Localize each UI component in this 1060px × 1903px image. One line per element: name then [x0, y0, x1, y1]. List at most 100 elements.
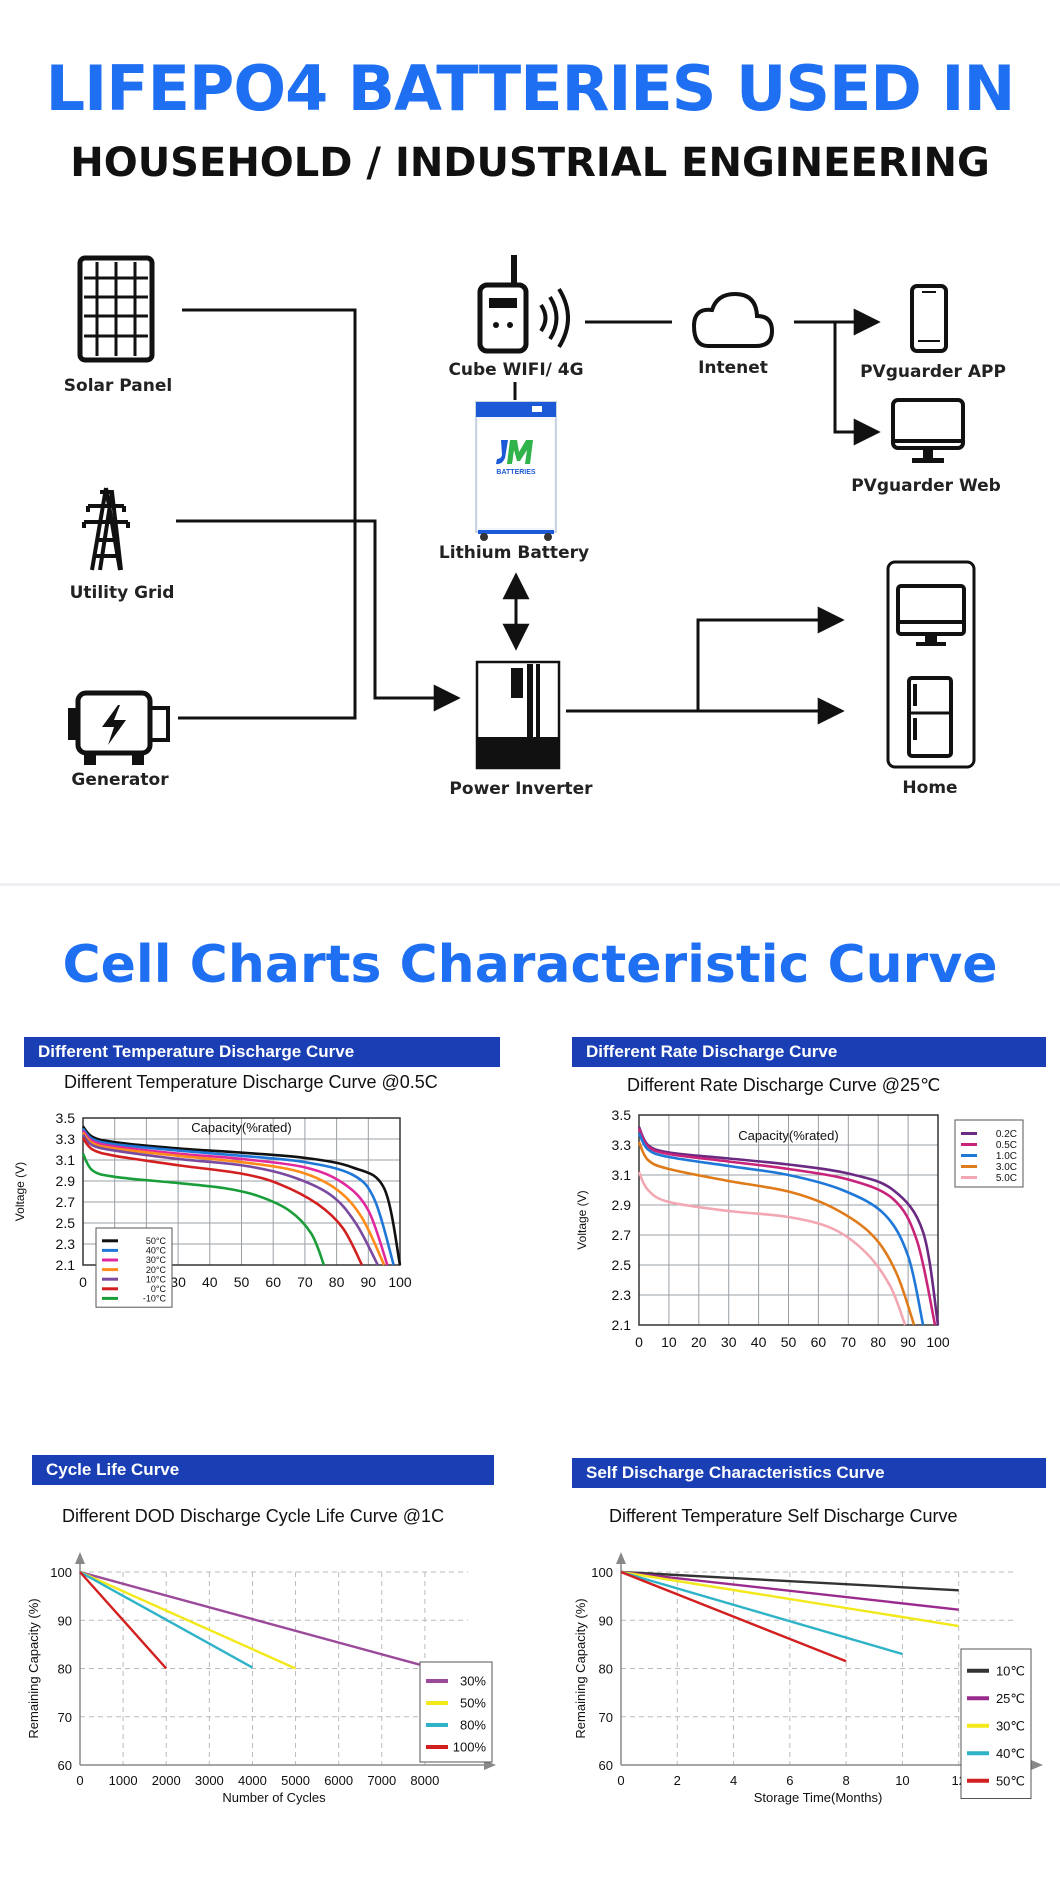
x-tick-label: 50: [781, 1334, 797, 1350]
x-tick-label: 2: [674, 1773, 681, 1788]
x-axis-arrow: [1031, 1760, 1043, 1770]
y-tick-label: 3.5: [612, 1107, 632, 1123]
power-inverter-icon: [475, 660, 561, 770]
x-tick-label: 6: [786, 1773, 793, 1788]
cube-wifi-label: Cube WIFI/ 4G: [448, 360, 584, 380]
x-tick-label: 60: [265, 1274, 281, 1290]
legend-label: 100%: [453, 1740, 487, 1755]
legend-label: 30°C: [146, 1255, 167, 1265]
series-line: [81, 1133, 379, 1266]
x-tick-label: 100: [388, 1274, 412, 1290]
legend-label: -10°C: [143, 1294, 167, 1304]
x-tick-label: 6000: [324, 1773, 353, 1788]
plot-frame: [638, 1114, 939, 1326]
x-tick-label: 40: [202, 1274, 218, 1290]
home-icon: [886, 560, 976, 769]
system-diagram: BATTERIES: [68, 255, 976, 770]
plot-frame: [82, 1117, 401, 1266]
utility-grid-label: Utility Grid: [69, 583, 175, 603]
x-tick-label: 7000: [367, 1773, 396, 1788]
series-line: [81, 1127, 395, 1266]
series-line: [79, 1570, 297, 1670]
series-line: [81, 1153, 326, 1266]
x-axis-label: Capacity(%rated): [738, 1128, 838, 1143]
y-tick-label: 60: [58, 1758, 72, 1773]
series-line: [81, 1125, 402, 1266]
y-tick-label: 2.9: [56, 1173, 76, 1189]
phone-icon: [910, 284, 948, 353]
utility-grid-icon: [82, 487, 130, 571]
legend-label: 25℃: [996, 1691, 1025, 1706]
legend-label: 0°C: [151, 1284, 167, 1294]
x-tick-label: 10: [661, 1334, 677, 1350]
y-tick-label: 2.1: [612, 1317, 632, 1333]
x-tick-label: 0: [635, 1334, 643, 1350]
monitor-icon: [891, 398, 965, 463]
cube-wifi-icon: [477, 255, 570, 354]
lithium-battery-icon: BATTERIES: [475, 401, 557, 541]
y-axis-label: Remaining Capacity (%): [26, 1598, 41, 1738]
self-chart-title: Different Temperature Self Discharge Cur…: [609, 1506, 958, 1526]
x-tick-label: 8: [843, 1773, 850, 1788]
y-tick-label: 100: [591, 1565, 613, 1580]
x-tick-label: 80: [870, 1334, 886, 1350]
x-tick-label: 0: [76, 1773, 83, 1788]
solar-panel-label: Solar Panel: [63, 376, 173, 396]
legend-label: 80%: [460, 1718, 486, 1733]
cloud-icon: [691, 291, 775, 348]
legend-label: 3.0C: [996, 1162, 1017, 1173]
x-tick-label: 100: [926, 1334, 950, 1350]
internet-label: Intenet: [698, 358, 768, 378]
y-tick-label: 3.5: [56, 1110, 76, 1126]
y-tick-label: 80: [58, 1662, 72, 1677]
x-tick-label: 90: [900, 1334, 916, 1350]
x-tick-label: 70: [297, 1274, 313, 1290]
series-line: [79, 1570, 254, 1669]
series-line: [620, 1570, 847, 1663]
legend-label: 50℃: [996, 1773, 1025, 1788]
y-axis-arrow: [616, 1552, 626, 1564]
x-tick-label: 4: [730, 1773, 737, 1788]
legend-label: 50%: [460, 1696, 486, 1711]
x-tick-label: 5000: [281, 1773, 310, 1788]
legend-label: 50°C: [146, 1236, 167, 1246]
x-tick-label: 40: [751, 1334, 767, 1350]
legend-label: 30%: [460, 1674, 486, 1689]
y-tick-label: 2.9: [612, 1197, 632, 1213]
lithium-battery-label: Lithium Battery: [438, 543, 590, 563]
power-inverter-label: Power Inverter: [449, 779, 593, 799]
self-chart-header: Self Discharge Characteristics Curve: [572, 1458, 1046, 1488]
x-tick-label: 30: [721, 1334, 737, 1350]
y-tick-label: 2.3: [612, 1287, 632, 1303]
y-tick-label: 2.1: [56, 1257, 76, 1273]
y-tick-label: 3.1: [612, 1167, 632, 1183]
x-tick-label: 20: [691, 1334, 707, 1350]
legend-label: 10℃: [996, 1663, 1025, 1678]
x-tick-label: 70: [841, 1334, 857, 1350]
series-line: [637, 1171, 907, 1326]
x-tick-label: 8000: [410, 1773, 439, 1788]
y-tick-label: 90: [58, 1613, 72, 1628]
y-tick-label: 3.1: [56, 1152, 76, 1168]
rate-chart-header: Different Rate Discharge Curve: [572, 1037, 1046, 1067]
series-line: [81, 1137, 364, 1266]
y-tick-label: 2.7: [612, 1227, 632, 1243]
section-divider: [0, 883, 1060, 886]
series-line: [620, 1570, 959, 1628]
pvguarder-app-label: PVguarder APP: [860, 362, 1006, 382]
legend-label: 10°C: [146, 1274, 167, 1284]
series-line: [81, 1131, 386, 1266]
legend-label: 30℃: [996, 1718, 1025, 1733]
y-tick-label: 3.3: [56, 1131, 76, 1147]
rate-chart-title: Different Rate Discharge Curve @25℃: [627, 1075, 941, 1095]
generator-label: Generator: [71, 770, 169, 790]
x-axis-label: Number of Cycles: [222, 1790, 326, 1805]
legend-label: 40°C: [146, 1246, 167, 1256]
main-title: LIFEPO4 BATTERIES USED IN: [45, 52, 1016, 125]
section-title: Cell Charts Characteristic Curve: [62, 935, 998, 995]
y-axis-label: Voltage (V): [575, 1190, 589, 1249]
y-tick-label: 3.3: [612, 1137, 632, 1153]
